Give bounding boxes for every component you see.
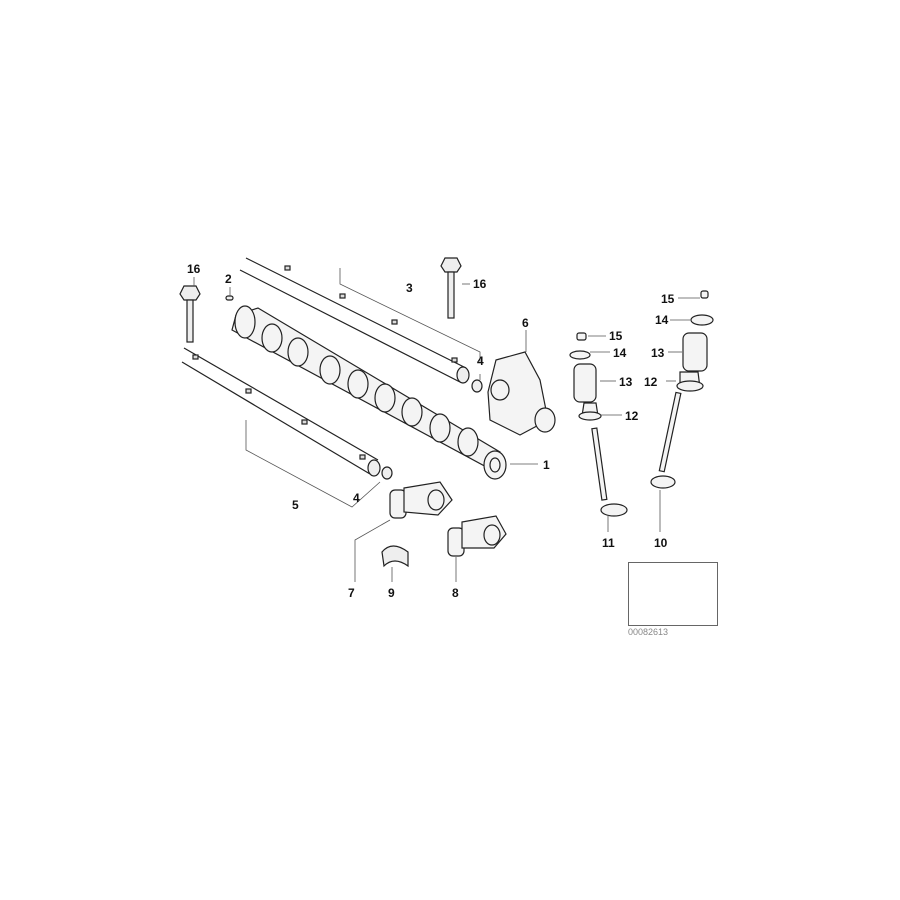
callout-3: 3	[406, 281, 413, 295]
callout-8: 8	[452, 586, 459, 600]
callout-15: 15	[609, 329, 623, 343]
callout-16: 16	[473, 277, 487, 291]
plug-upper	[471, 379, 483, 393]
bolt-right	[440, 257, 462, 319]
callout-9: 9	[388, 586, 395, 600]
callout-4: 4	[353, 491, 360, 505]
callout-5: 5	[292, 498, 299, 512]
rocker-shaft-upper	[239, 257, 470, 384]
callout-2: 2	[225, 272, 232, 286]
pin	[225, 295, 234, 301]
camshaft	[231, 305, 507, 480]
rocker-arm-8	[447, 515, 507, 557]
plug-lower	[381, 466, 393, 480]
callout-12: 12	[644, 375, 658, 389]
bolt-left	[179, 285, 201, 343]
callout-11: 11	[602, 536, 615, 550]
vehicle-thumbnail-frame	[628, 562, 718, 626]
intake-valve	[591, 427, 628, 517]
callout-6: 6	[522, 316, 529, 330]
callout-13: 13	[619, 375, 633, 389]
callout-14: 14	[613, 346, 627, 360]
callout-1: 1	[543, 458, 550, 472]
callout-16: 16	[187, 262, 201, 276]
diagram-id-label: 00082613	[628, 627, 669, 637]
callout-15: 15	[661, 292, 675, 306]
callout-12: 12	[625, 409, 639, 423]
callout-14: 14	[655, 313, 669, 327]
valve-stack-right	[676, 290, 714, 392]
rocker-arm-7	[389, 481, 453, 519]
valve-stack-left	[569, 332, 602, 421]
rocker-arm-bracket	[487, 351, 556, 436]
exhaust-valve	[650, 391, 682, 489]
callout-13: 13	[651, 346, 665, 360]
callout-10: 10	[654, 536, 668, 550]
rocker-shaft-lower	[181, 347, 381, 477]
callout-7: 7	[348, 586, 355, 600]
callout-4: 4	[477, 354, 484, 368]
clip	[381, 545, 409, 568]
